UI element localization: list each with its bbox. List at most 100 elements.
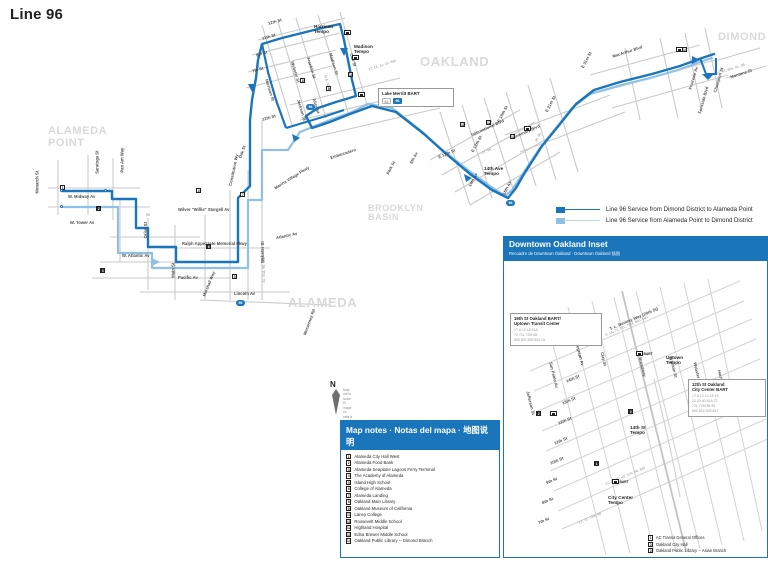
inset-bart-marker: [550, 411, 557, 416]
route-badge: 96: [306, 104, 315, 110]
route-badge: 96: [236, 300, 245, 306]
inset-bart-marker: BART: [612, 479, 629, 484]
callout-title: Lake Merritt BART: [382, 91, 420, 96]
callout-title: 12th St Oakland City Center BART: [692, 382, 729, 393]
street-label: W. Midway Av: [68, 194, 96, 199]
bart-icon: [344, 30, 351, 35]
note-label: Oakland Main Library: [354, 499, 396, 505]
inset-note-marker: 1: [594, 461, 600, 467]
bart-icon: [612, 479, 619, 484]
inset-note-marker: 2: [536, 411, 542, 417]
note-marker: 5: [232, 274, 238, 280]
note-label: Island High School: [354, 479, 391, 485]
street-label: Lincoln Av: [234, 291, 256, 296]
street-label: Wilver "Willie" Stargell Av: [178, 207, 230, 212]
legend-row: Line 96 Service from Alameda Point to Di…: [556, 215, 768, 226]
north-arrow: N Map not to scale El mapa no está a esc…: [330, 380, 353, 441]
region-label-alameda-point: ALAMEDA POINT: [48, 125, 108, 149]
inset-map-graphic: [529, 278, 767, 556]
region-label-alameda: ALAMEDA: [288, 295, 358, 310]
note-marker: 1: [346, 454, 352, 460]
page-title: Line 96: [10, 6, 64, 23]
bart-station-marker: [524, 126, 531, 131]
region-label-dimond: DIMOND: [718, 31, 767, 43]
map-notes-header: Map notes · Notas del mapa · 地图说明: [341, 421, 499, 450]
route-numbers: 96: [146, 213, 150, 217]
bart-station-marker: [352, 55, 359, 60]
tempo-station-label: Harrison Tempo: [314, 24, 334, 35]
street-label: W. Atlantic Av: [122, 253, 150, 258]
note-marker: 2: [648, 541, 654, 547]
note-marker: 14: [346, 538, 352, 544]
note-label: Laney College: [354, 512, 382, 518]
note-label: Alameda City Hall West: [354, 454, 400, 459]
note-marker: 6: [206, 244, 212, 250]
note-marker: 3: [648, 547, 654, 554]
note-marker: 9: [326, 86, 332, 92]
note-marker: 10: [346, 512, 352, 518]
note-marker: 5: [346, 479, 352, 486]
note-marker: 12: [346, 525, 352, 531]
street-label: Pan Am Way: [119, 147, 125, 173]
callout-lake-merritt-bart: Lake Merritt BART 62 96: [378, 88, 454, 107]
bart-label: BART: [643, 351, 653, 356]
callout-title: 19th St Oakland BART/ Uptown Transit Cen…: [514, 316, 561, 327]
note-label: College of Alameda: [354, 486, 392, 492]
note-marker: 14: [682, 47, 688, 53]
note-marker: 13: [346, 531, 352, 538]
note-marker: 2: [96, 206, 102, 212]
note-label: Oakland Public Library -- Dimond Branch: [354, 538, 433, 544]
bart-icon: [550, 411, 557, 416]
legend-label: Line 96 Service from Dimond District to …: [606, 206, 753, 213]
note-marker: 6: [346, 486, 352, 492]
note-marker: 12: [486, 120, 492, 126]
inset-callout-19th-st: 19th St Oakland BART/ Uptown Transit Cen…: [510, 313, 602, 346]
note-label: The Academy of Alameda: [354, 473, 404, 479]
note-label: Alameda Food Bank: [354, 460, 394, 466]
callout-routes: 1T 6 12 18 51A 72 72L 72M 88 800 802 805…: [514, 327, 546, 342]
bart-icon: [358, 92, 365, 97]
route-stop-dot: [60, 189, 64, 193]
legend-swatch-primary: [556, 206, 600, 213]
note-label: Oakland City Hall: [655, 541, 688, 547]
region-label-oakland: OAKLAND: [420, 54, 490, 69]
bart-icon: [636, 351, 643, 356]
map-legend: Line 96 Service from Dimond District to …: [556, 204, 768, 226]
note-label: Oakland Museum of California: [354, 505, 413, 511]
callout-routes: 1T 6 12 14 18 19 22 20 40 51A 72 72L 72M…: [692, 393, 719, 413]
note-marker: 10: [348, 72, 354, 78]
note-marker: 13: [510, 134, 516, 140]
note-label: Roosevelt Middle School: [354, 518, 402, 524]
note-marker: 3: [100, 268, 106, 274]
inset-callout-12th-st: 12th St Oakland City Center BART 1T 6 12…: [688, 379, 766, 418]
note-marker: 2: [346, 460, 352, 466]
inset-bart-marker: BART: [636, 351, 653, 356]
bart-label: BART: [619, 479, 629, 484]
street-label: Monarch St: [34, 170, 40, 194]
note-label: Edna Brewer Middle School: [354, 531, 408, 537]
note-label: Alameda Seaplane Lagoon Ferry Terminal: [354, 466, 435, 472]
street-label: W. Tower Av: [70, 220, 95, 225]
inset-header: Downtown Oakland Inset Recuadro de Downt…: [504, 237, 767, 261]
street-label: Main St: [170, 262, 176, 278]
note-label: Highland Hospital: [354, 525, 389, 531]
tempo-station-label: Madison Tempo: [354, 44, 373, 55]
note-label: AC Transit General Offices: [655, 535, 705, 541]
legend-row: Line 96 Service from Dimond District to …: [556, 204, 768, 215]
street-label: Ralph Appezzato Memorial Pkwy: [182, 241, 247, 246]
note-label: Oakland Public Library -- Asian Branch: [655, 547, 727, 553]
